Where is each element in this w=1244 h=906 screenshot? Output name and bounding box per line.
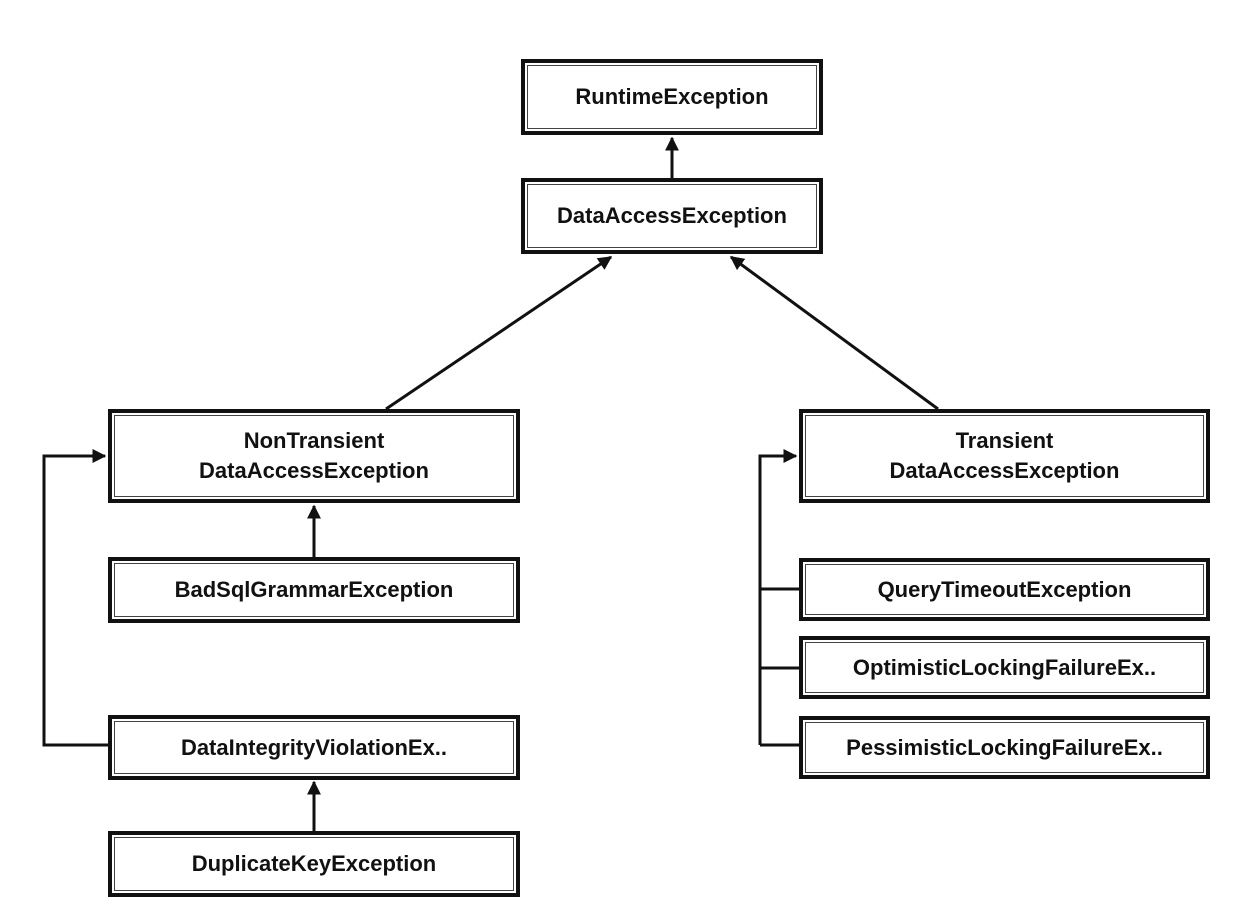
edge-nontransient-to-dataaccess (385, 255, 613, 411)
node-data-access-exception: DataAccessException (521, 178, 823, 254)
node-bad-sql-grammar-exception: BadSqlGrammarException (108, 557, 520, 623)
node-label: NonTransient DataAccessException (199, 428, 429, 483)
node-pessimistic-locking-failure-exception: PessimisticLockingFailureEx.. (799, 716, 1210, 779)
edge-transient-to-dataaccess (729, 255, 939, 411)
node-label: OptimisticLockingFailureEx.. (852, 654, 1157, 680)
node-data-integrity-violation-exception: DataIntegrityViolationEx.. (108, 715, 520, 780)
node-query-timeout-exception: QueryTimeoutException (799, 558, 1210, 621)
edge-transient-children-trunk (758, 449, 798, 745)
node-label: Transient DataAccessException (889, 428, 1120, 483)
node-label: QueryTimeoutException (877, 576, 1132, 602)
node-duplicate-key-exception: DuplicateKeyException (108, 831, 520, 897)
node-label: DuplicateKeyException (191, 851, 437, 876)
node-transient-data-access-exception: Transient DataAccessException (799, 409, 1210, 503)
node-runtime-exception: RuntimeException (521, 59, 823, 135)
node-label: DataAccessException (557, 203, 787, 228)
edge-integrity-to-nontransient (42, 449, 108, 747)
node-label: PessimisticLockingFailureEx.. (846, 734, 1163, 760)
node-optimistic-locking-failure-exception: OptimisticLockingFailureEx.. (799, 636, 1210, 699)
node-label: DataIntegrityViolationEx.. (180, 734, 448, 760)
node-non-transient-data-access-exception: NonTransient DataAccessException (108, 409, 520, 503)
node-label: BadSqlGrammarException (174, 577, 454, 602)
node-label: RuntimeException (575, 84, 769, 109)
